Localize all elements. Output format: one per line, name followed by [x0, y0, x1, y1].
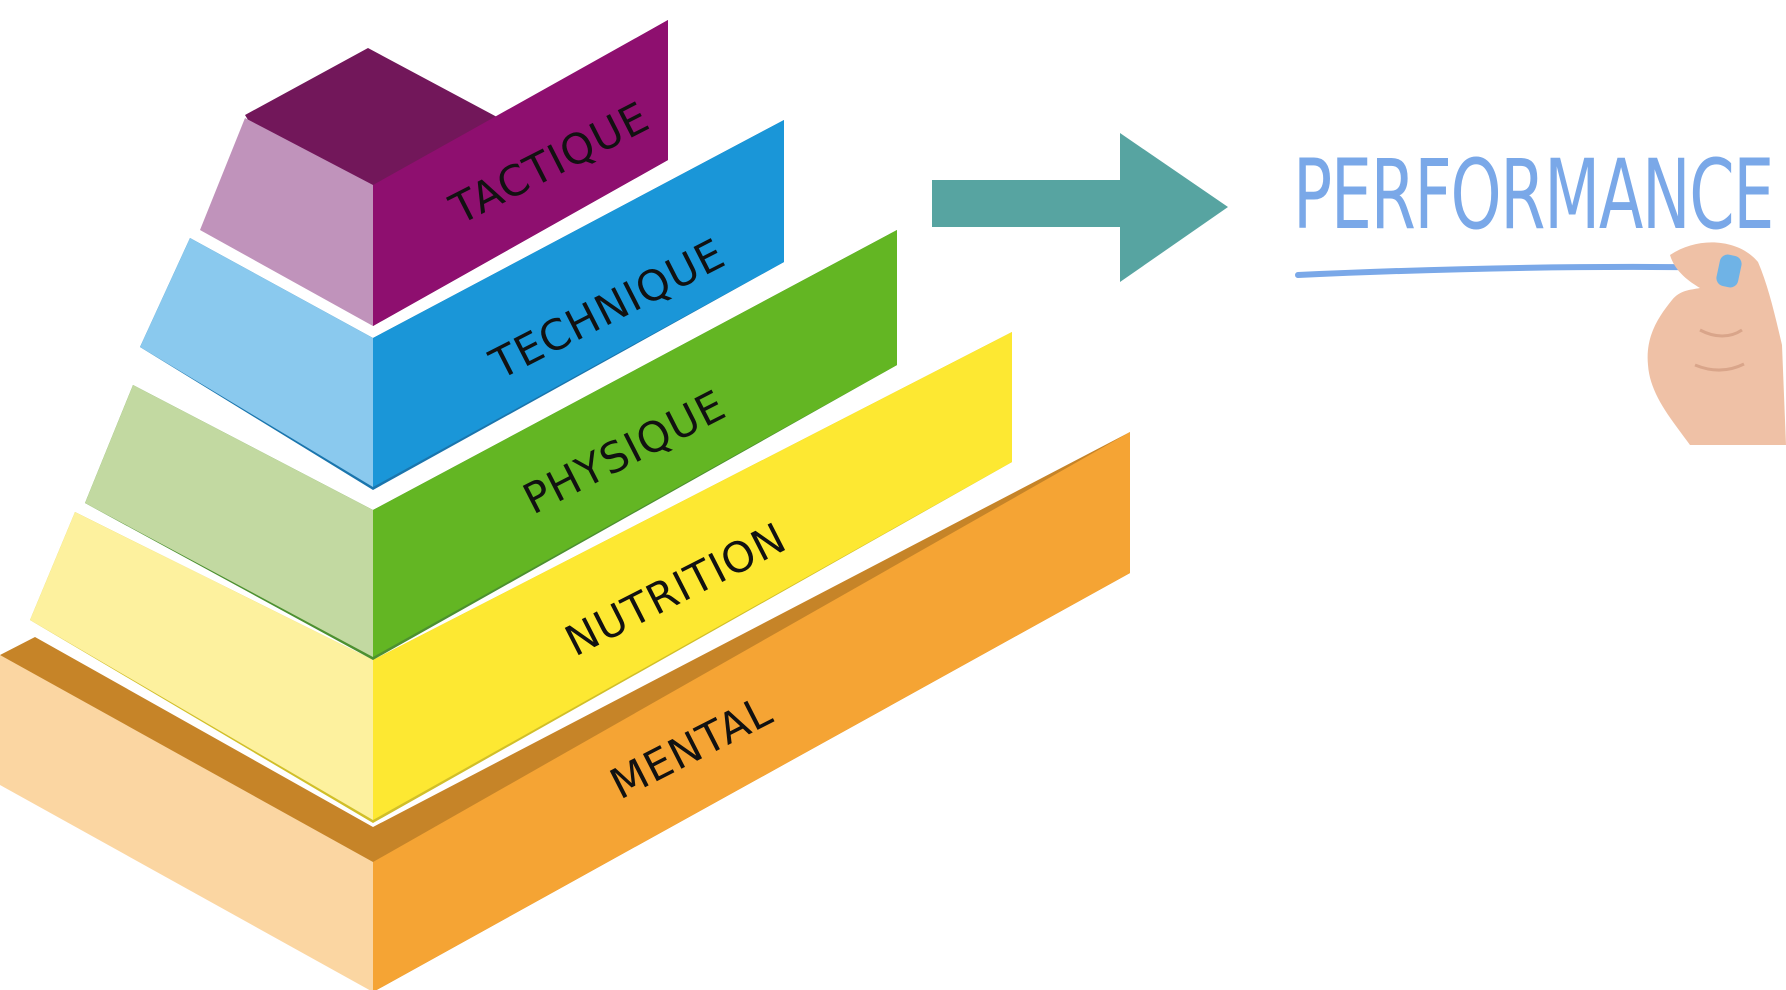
marker-body — [1716, 254, 1742, 288]
hand-shape — [1647, 242, 1786, 445]
finger-detail-2 — [1694, 362, 1745, 372]
performance-result: PERFORMANCE — [1293, 139, 1775, 278]
layer-physique: PHYSIQUE — [85, 230, 897, 660]
layer-nutrition-side — [30, 512, 373, 820]
layer-tactique-side — [200, 118, 373, 326]
right-arrow-icon — [932, 133, 1228, 282]
pyramid: MENTAL NUTRITION PHYSIQUE TECHNIQUE — [0, 20, 1130, 990]
layer-technique-front — [373, 120, 784, 487]
layer-technique-side — [140, 238, 373, 487]
layer-physique-front — [373, 230, 897, 657]
layer-tactique: TACTIQUE — [200, 20, 668, 326]
performance-label: PERFORMANCE — [1293, 139, 1773, 251]
layer-mental-front — [373, 432, 1130, 990]
hand-holding-marker-icon — [1647, 242, 1786, 445]
layer-nutrition: NUTRITION — [30, 332, 1012, 823]
finger-detail — [1699, 328, 1743, 338]
layer-physique-side — [85, 385, 373, 657]
arrow-shape — [932, 133, 1228, 282]
layer-nutrition-front — [373, 332, 1012, 820]
layer-mental-side — [0, 655, 373, 990]
layer-tactique-front — [373, 20, 668, 326]
